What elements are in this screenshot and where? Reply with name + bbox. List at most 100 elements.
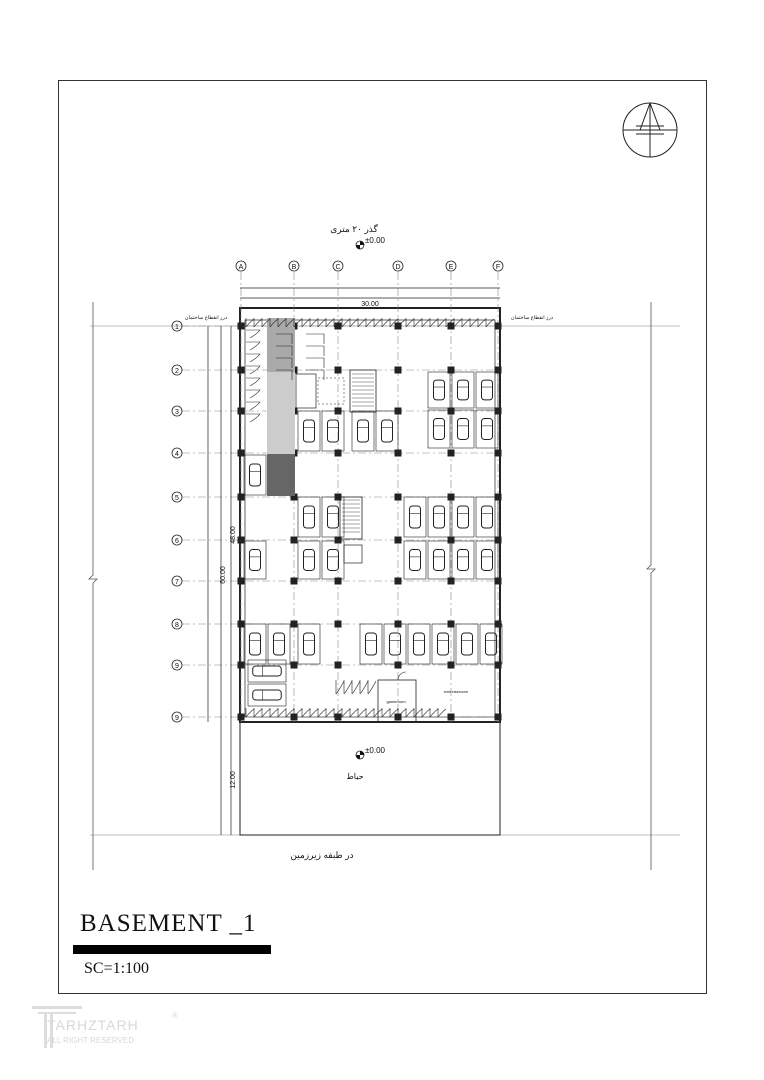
storage-unit: [325, 708, 335, 718]
parking-space: [475, 540, 499, 580]
grid-row-label: 7: [175, 579, 179, 586]
parking-space: [475, 496, 499, 538]
storage-unit: [349, 318, 359, 328]
storage-unit: [359, 680, 369, 695]
storage-unit: [333, 318, 343, 328]
storage-unit: [341, 708, 351, 718]
car-icon: [481, 379, 493, 401]
storage-unit: [485, 318, 495, 328]
title-underline: [73, 945, 271, 954]
parking-space: [297, 623, 321, 665]
grid-bubble: [492, 260, 504, 272]
car-icon: [249, 632, 261, 656]
structural-column: [334, 449, 342, 457]
structural-column: [447, 449, 455, 457]
storage-unit: [413, 708, 423, 718]
car-icon: [457, 549, 469, 571]
structural-column: [447, 577, 455, 585]
grid-bubble: [171, 659, 183, 671]
storage-unit: [285, 708, 295, 718]
ramp: [267, 372, 295, 454]
parking-space: [427, 540, 451, 580]
structural-column: [334, 620, 342, 628]
parking-space: [321, 496, 345, 538]
gameroom-label: gameroom: [386, 699, 406, 704]
structural-column: [237, 322, 245, 330]
car-icon: [252, 689, 282, 701]
basement-note: در طبقه زیرزمین: [290, 850, 353, 861]
parking-space: [321, 540, 345, 580]
parking-space: [451, 409, 475, 449]
grid-column-label: F: [496, 264, 500, 271]
parking-space: [427, 496, 451, 538]
storage-unit: [325, 318, 335, 328]
storage-unit: [306, 345, 325, 356]
parking-space: [431, 623, 455, 665]
structural-column: [394, 493, 402, 501]
structural-column: [447, 661, 455, 669]
parking-space: [403, 496, 427, 538]
storage-unit: [261, 318, 271, 328]
storage-unit: [306, 357, 325, 368]
storage-unit: [276, 345, 293, 356]
parking-space: [297, 496, 321, 538]
grid-bubble: [171, 575, 183, 587]
storage-unit: [276, 333, 293, 344]
storage-unit: [381, 318, 391, 328]
car-icon: [273, 632, 285, 656]
structural-column: [237, 449, 245, 457]
drawing-scale: SC=1:100: [84, 960, 150, 977]
structural-column: [394, 366, 402, 374]
parking-space: [297, 540, 321, 580]
structural-column: [334, 713, 342, 721]
storage-unit: [269, 708, 279, 718]
grid-row-label: 4: [175, 451, 179, 458]
ramp-bottom: [267, 454, 295, 496]
structural-column: [334, 322, 342, 330]
car-icon: [249, 463, 261, 487]
storage-unit: [429, 708, 439, 718]
level-marker-icon: [356, 751, 364, 759]
watermark-name: TARHZTARH: [47, 1017, 139, 1033]
structural-column: [394, 661, 402, 669]
car-icon: [365, 632, 377, 656]
storage-unit: [253, 708, 263, 718]
level-label: ±0.00: [365, 236, 386, 245]
car-icon: [433, 505, 445, 529]
street-label: گذر ۲۰ متری: [330, 223, 378, 235]
structural-column: [237, 577, 245, 585]
storage-unit: [357, 318, 367, 328]
storage-unit: [306, 369, 325, 380]
grid-bubble: [235, 260, 247, 272]
parking-space: [407, 623, 431, 665]
sheet-frame: [58, 80, 707, 994]
grid-row-label: 6: [175, 538, 179, 545]
parking-space: [243, 623, 267, 665]
break-line-right: [646, 302, 656, 870]
storage-unit: [429, 318, 439, 328]
grid-row-label: 1: [175, 324, 179, 331]
structural-column: [290, 577, 298, 585]
storage-unit: [397, 708, 407, 718]
grid-column-label: E: [449, 264, 454, 271]
storage-unit: [245, 318, 255, 328]
structural-column: [494, 449, 502, 457]
car-icon: [327, 505, 339, 529]
parking-space: [267, 623, 291, 665]
parking-space: [427, 409, 451, 449]
car-icon: [457, 379, 469, 401]
parking-space: [247, 683, 287, 707]
storage-unit: [246, 365, 261, 375]
watermark-logo: TARHZTARH ALL RIGHT RESERVED ®: [32, 1003, 192, 1058]
grid-bubble: [171, 618, 183, 630]
storage-unit: [246, 341, 261, 351]
structural-column: [334, 661, 342, 669]
storage-unit: [301, 318, 311, 328]
storage-unit: [453, 318, 463, 328]
structural-column: [290, 536, 298, 544]
parking-space: [451, 371, 475, 409]
storage-unit: [389, 708, 399, 718]
storage-unit: [285, 318, 295, 328]
car-icon: [457, 418, 469, 440]
stair-core: [349, 369, 377, 413]
